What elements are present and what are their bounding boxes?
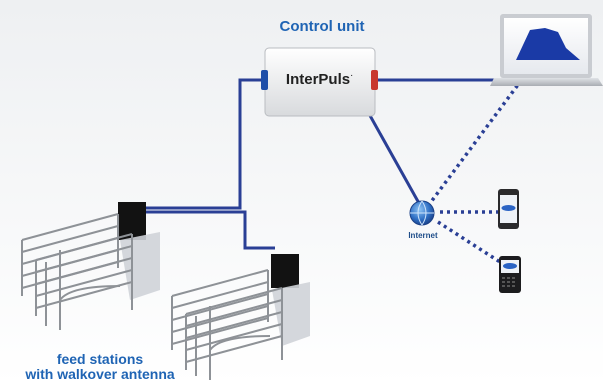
control-unit: InterPuls · [261,47,378,117]
smartphone-icon [498,189,519,229]
feed-station-1-antenna-box [118,202,146,240]
feed-station-icon [21,202,160,330]
smartphone-app-badge [501,205,516,211]
feed-station-2-rails [171,269,283,380]
link-internet-blackberry [437,220,501,264]
control-unit-left-connector [261,70,268,90]
globe-meridian [410,200,434,226]
control-unit-brand: InterPuls [286,71,350,88]
control-unit-brand-mark: · [350,70,353,81]
feed-stations-label-line1: feed stations [56,351,144,367]
feed-station-2-antenna-box [271,254,299,288]
blackberry-app-badge [503,263,517,269]
internet-label: Internet [408,231,438,240]
wire-station1-to-control [145,78,265,210]
wire-station2-to-control [145,210,275,250]
connection-lines [145,78,498,250]
feed-stations-label: feed stations with walkover antenna [0,352,200,382]
feed-station-icon [171,254,310,380]
blackberry-keyboard [502,277,515,287]
link-internet-laptop [426,80,522,208]
wireless-links [426,80,522,264]
feed-stations-label-line2: with walkover antenna [25,366,175,382]
globe-icon [409,200,435,226]
feed-station-1-rails [21,213,133,330]
blackberry-icon [499,256,521,293]
control-unit-right-connector [371,70,378,90]
feed-station-1-trough [120,232,160,300]
control-unit-title: Control unit [279,18,365,35]
laptop-icon [490,14,603,86]
laptop-screen-chart [516,28,580,60]
wire-control-to-internet [366,111,422,206]
laptop-base [490,78,603,86]
